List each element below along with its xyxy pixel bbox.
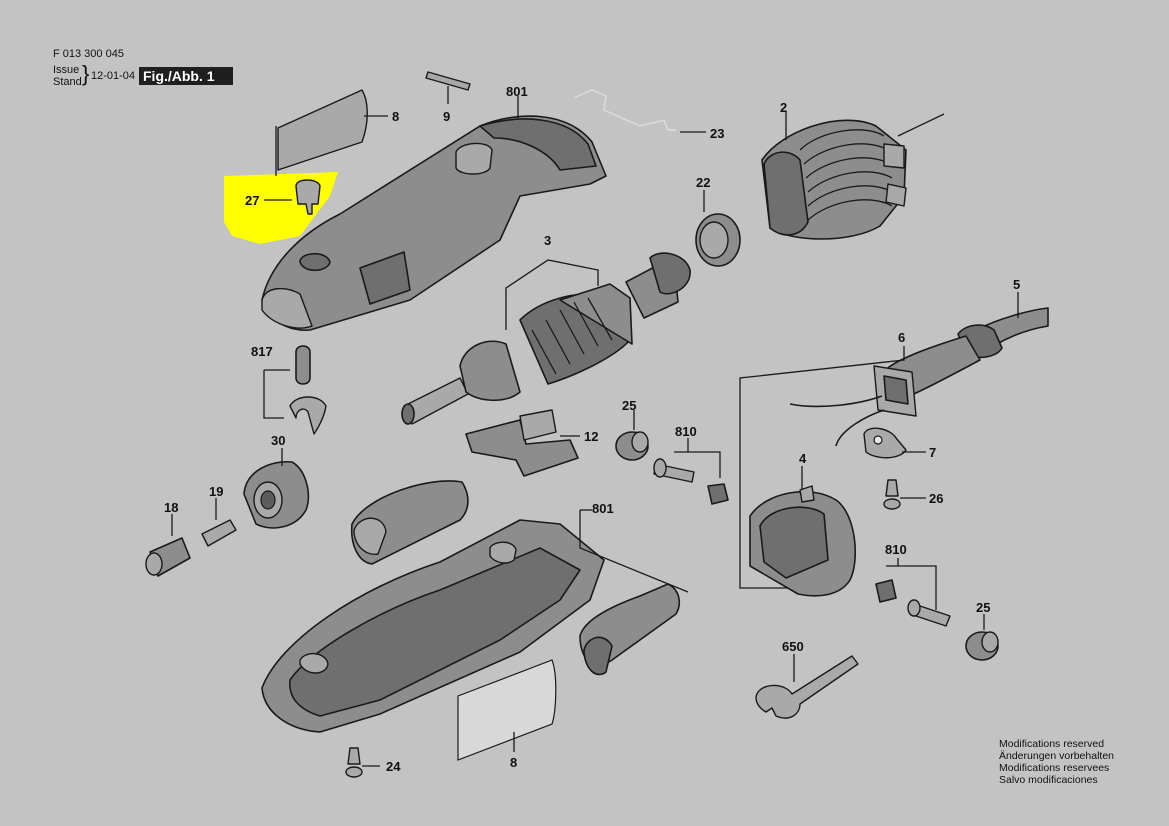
- callout-8-bottom: 8: [510, 755, 517, 770]
- modifications-line-de: Änderungen vorbehalten: [999, 750, 1115, 762]
- part-25-sleeve-a: [615, 410, 649, 461]
- part-4-switch: [749, 466, 856, 597]
- modifications-line-en: Modifications reserved: [999, 738, 1105, 750]
- callout-30: 30: [271, 433, 285, 448]
- callout-12: 12: [584, 429, 598, 444]
- modifications-notice: Modifications reserved Änderungen vorbeh…: [999, 738, 1114, 786]
- part-6-strain-relief: [739, 335, 981, 589]
- part-8-bottom: [457, 659, 557, 761]
- callout-18: 18: [164, 500, 178, 515]
- callout-23: 23: [710, 126, 724, 141]
- callout-26: 26: [929, 491, 943, 506]
- part-2-field-coil: [761, 112, 945, 240]
- callout-2: 2: [780, 100, 787, 115]
- callout-25-b: 25: [976, 600, 990, 615]
- callout-9: 9: [443, 109, 450, 124]
- modifications-line-es: Salvo modificaciones: [999, 774, 1098, 786]
- part-9-strip: [425, 71, 471, 104]
- part-25-sleeve-b: [965, 614, 999, 661]
- issue-stand-labels: Issue Stand: [53, 64, 82, 88]
- part-810-brush-set-a: [653, 438, 729, 505]
- callout-8-top: 8: [392, 109, 399, 124]
- part-23-wire: [573, 88, 706, 133]
- callout-650: 650: [782, 639, 804, 654]
- part-22-bearing: [695, 190, 741, 267]
- brace-glyph: }: [82, 61, 90, 86]
- part-3-armature: [401, 252, 691, 425]
- part-24-screw: [345, 747, 380, 778]
- callout-24: 24: [386, 759, 401, 774]
- callout-801-bottom: 801: [592, 501, 614, 516]
- part-810-brush-set-b: [875, 558, 951, 627]
- part-12-brush-holder: [465, 409, 580, 477]
- callout-3: 3: [544, 233, 551, 248]
- part-26-screw: [883, 479, 926, 510]
- part-801-upper-housing: [261, 96, 607, 331]
- modifications-line-fr: Modifications reservees: [999, 762, 1110, 774]
- issue-label: Issue: [53, 64, 80, 76]
- callout-810-b: 810: [885, 542, 907, 557]
- callout-801-top: 801: [506, 84, 528, 99]
- callout-27: 27: [245, 193, 259, 208]
- callout-4: 4: [799, 451, 807, 466]
- issue-date: 12-01-04: [91, 70, 136, 82]
- part-8-top: [275, 89, 388, 176]
- callout-19: 19: [209, 484, 223, 499]
- part-18-collet-nut: [145, 514, 191, 577]
- part-801-lower-housing: [261, 480, 689, 733]
- callout-7: 7: [929, 445, 936, 460]
- part-817-set: [263, 345, 327, 435]
- document-number: F 013 300 045: [53, 48, 124, 60]
- part-650-wrench: [755, 654, 859, 719]
- callout-22: 22: [696, 175, 710, 190]
- callout-6: 6: [898, 330, 905, 345]
- part-30-cap: [243, 448, 310, 529]
- figure-label: Fig./Abb. 1: [139, 67, 233, 85]
- part-27-clip: [264, 179, 321, 215]
- callout-817: 817: [251, 344, 273, 359]
- callout-810-a: 810: [675, 424, 697, 439]
- part-7-clamp: [863, 427, 926, 459]
- callout-5: 5: [1013, 277, 1020, 292]
- callout-25-a: 25: [622, 398, 636, 413]
- stand-label: Stand: [53, 76, 82, 88]
- part-19-collet: [201, 498, 237, 547]
